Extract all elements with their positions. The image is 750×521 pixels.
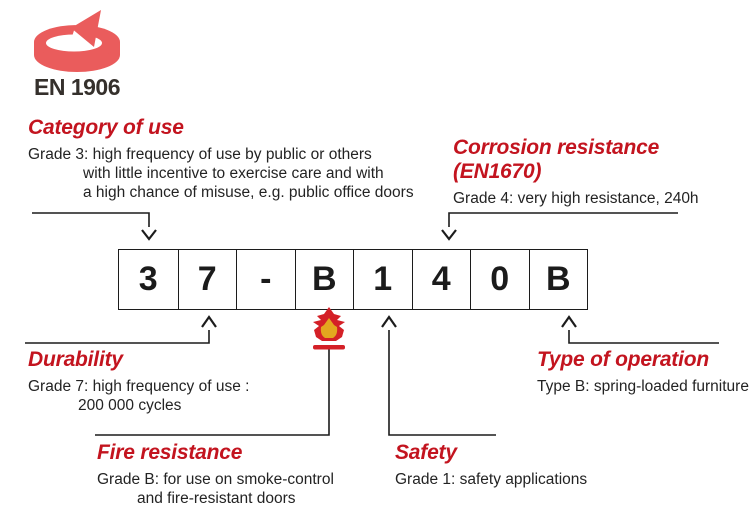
description-line: and fire-resistant doors xyxy=(137,490,296,507)
safety-title: Safety xyxy=(395,441,457,464)
description-line: with little incentive to exercise care a… xyxy=(83,165,384,182)
code-box: - xyxy=(236,250,295,309)
flame-icon xyxy=(311,306,347,352)
classification-code-row: 3 7 - B 1 4 0 B xyxy=(118,249,588,310)
description-line: Grade 4: very high resistance, 240h xyxy=(453,190,699,207)
description-line: Grade B: for use on smoke-control xyxy=(97,471,334,488)
section-type-of-operation: Type of operation Type B: spring-loaded … xyxy=(537,348,749,396)
safety-description: Grade 1: safety applications xyxy=(395,470,587,489)
code-box: 0 xyxy=(470,250,529,309)
type-of-operation-title: Type of operation xyxy=(537,348,709,371)
code-box: 3 xyxy=(138,260,158,298)
description-line: Type B: spring-loaded furniture xyxy=(537,378,749,395)
code-box: 1 xyxy=(353,250,412,309)
code-box: 7 xyxy=(177,250,237,309)
description-line: Grade 3: high frequency of use by public… xyxy=(28,146,372,163)
durability-title: Durability xyxy=(28,348,123,371)
category-of-use-description: Grade 3: high frequency of use by public… xyxy=(28,145,414,202)
code-box: 4 xyxy=(411,250,471,309)
type-of-operation-description: Type B: spring-loaded furniture xyxy=(537,377,749,396)
en1906-logo xyxy=(33,10,121,74)
description-line: 200 000 cycles xyxy=(78,397,182,414)
section-category-of-use: Category of use Grade 3: high frequency … xyxy=(28,116,414,202)
logo-label: EN 1906 xyxy=(34,74,121,100)
description-line: Grade 1: safety applications xyxy=(395,471,588,488)
durability-description: Grade 7: high frequency of use : 200 000… xyxy=(28,377,249,415)
fire-resistance-description: Grade B: for use on smoke-control and fi… xyxy=(97,470,334,508)
description-line: a high chance of misuse, e.g. public off… xyxy=(83,184,414,201)
description-line: Grade 7: high frequency of use : xyxy=(28,378,250,395)
section-safety: Safety Grade 1: safety applications xyxy=(395,441,587,489)
code-box: B xyxy=(528,250,588,309)
section-fire-resistance: Fire resistance Grade B: for use on smok… xyxy=(97,441,334,508)
rotation-arrow-ring-icon xyxy=(34,10,120,72)
corrosion-resistance-title-standard: (EN1670) xyxy=(453,160,542,183)
corrosion-resistance-description: Grade 4: very high resistance, 240h xyxy=(453,189,699,208)
corrosion-resistance-title: Corrosion resistance xyxy=(453,136,660,159)
category-of-use-title: Category of use xyxy=(28,116,184,139)
section-corrosion-resistance: Corrosion resistance (EN1670) Grade 4: v… xyxy=(453,136,699,208)
fire-resistance-title: Fire resistance xyxy=(97,441,243,464)
section-durability: Durability Grade 7: high frequency of us… xyxy=(28,348,249,415)
code-box: B xyxy=(294,250,354,309)
